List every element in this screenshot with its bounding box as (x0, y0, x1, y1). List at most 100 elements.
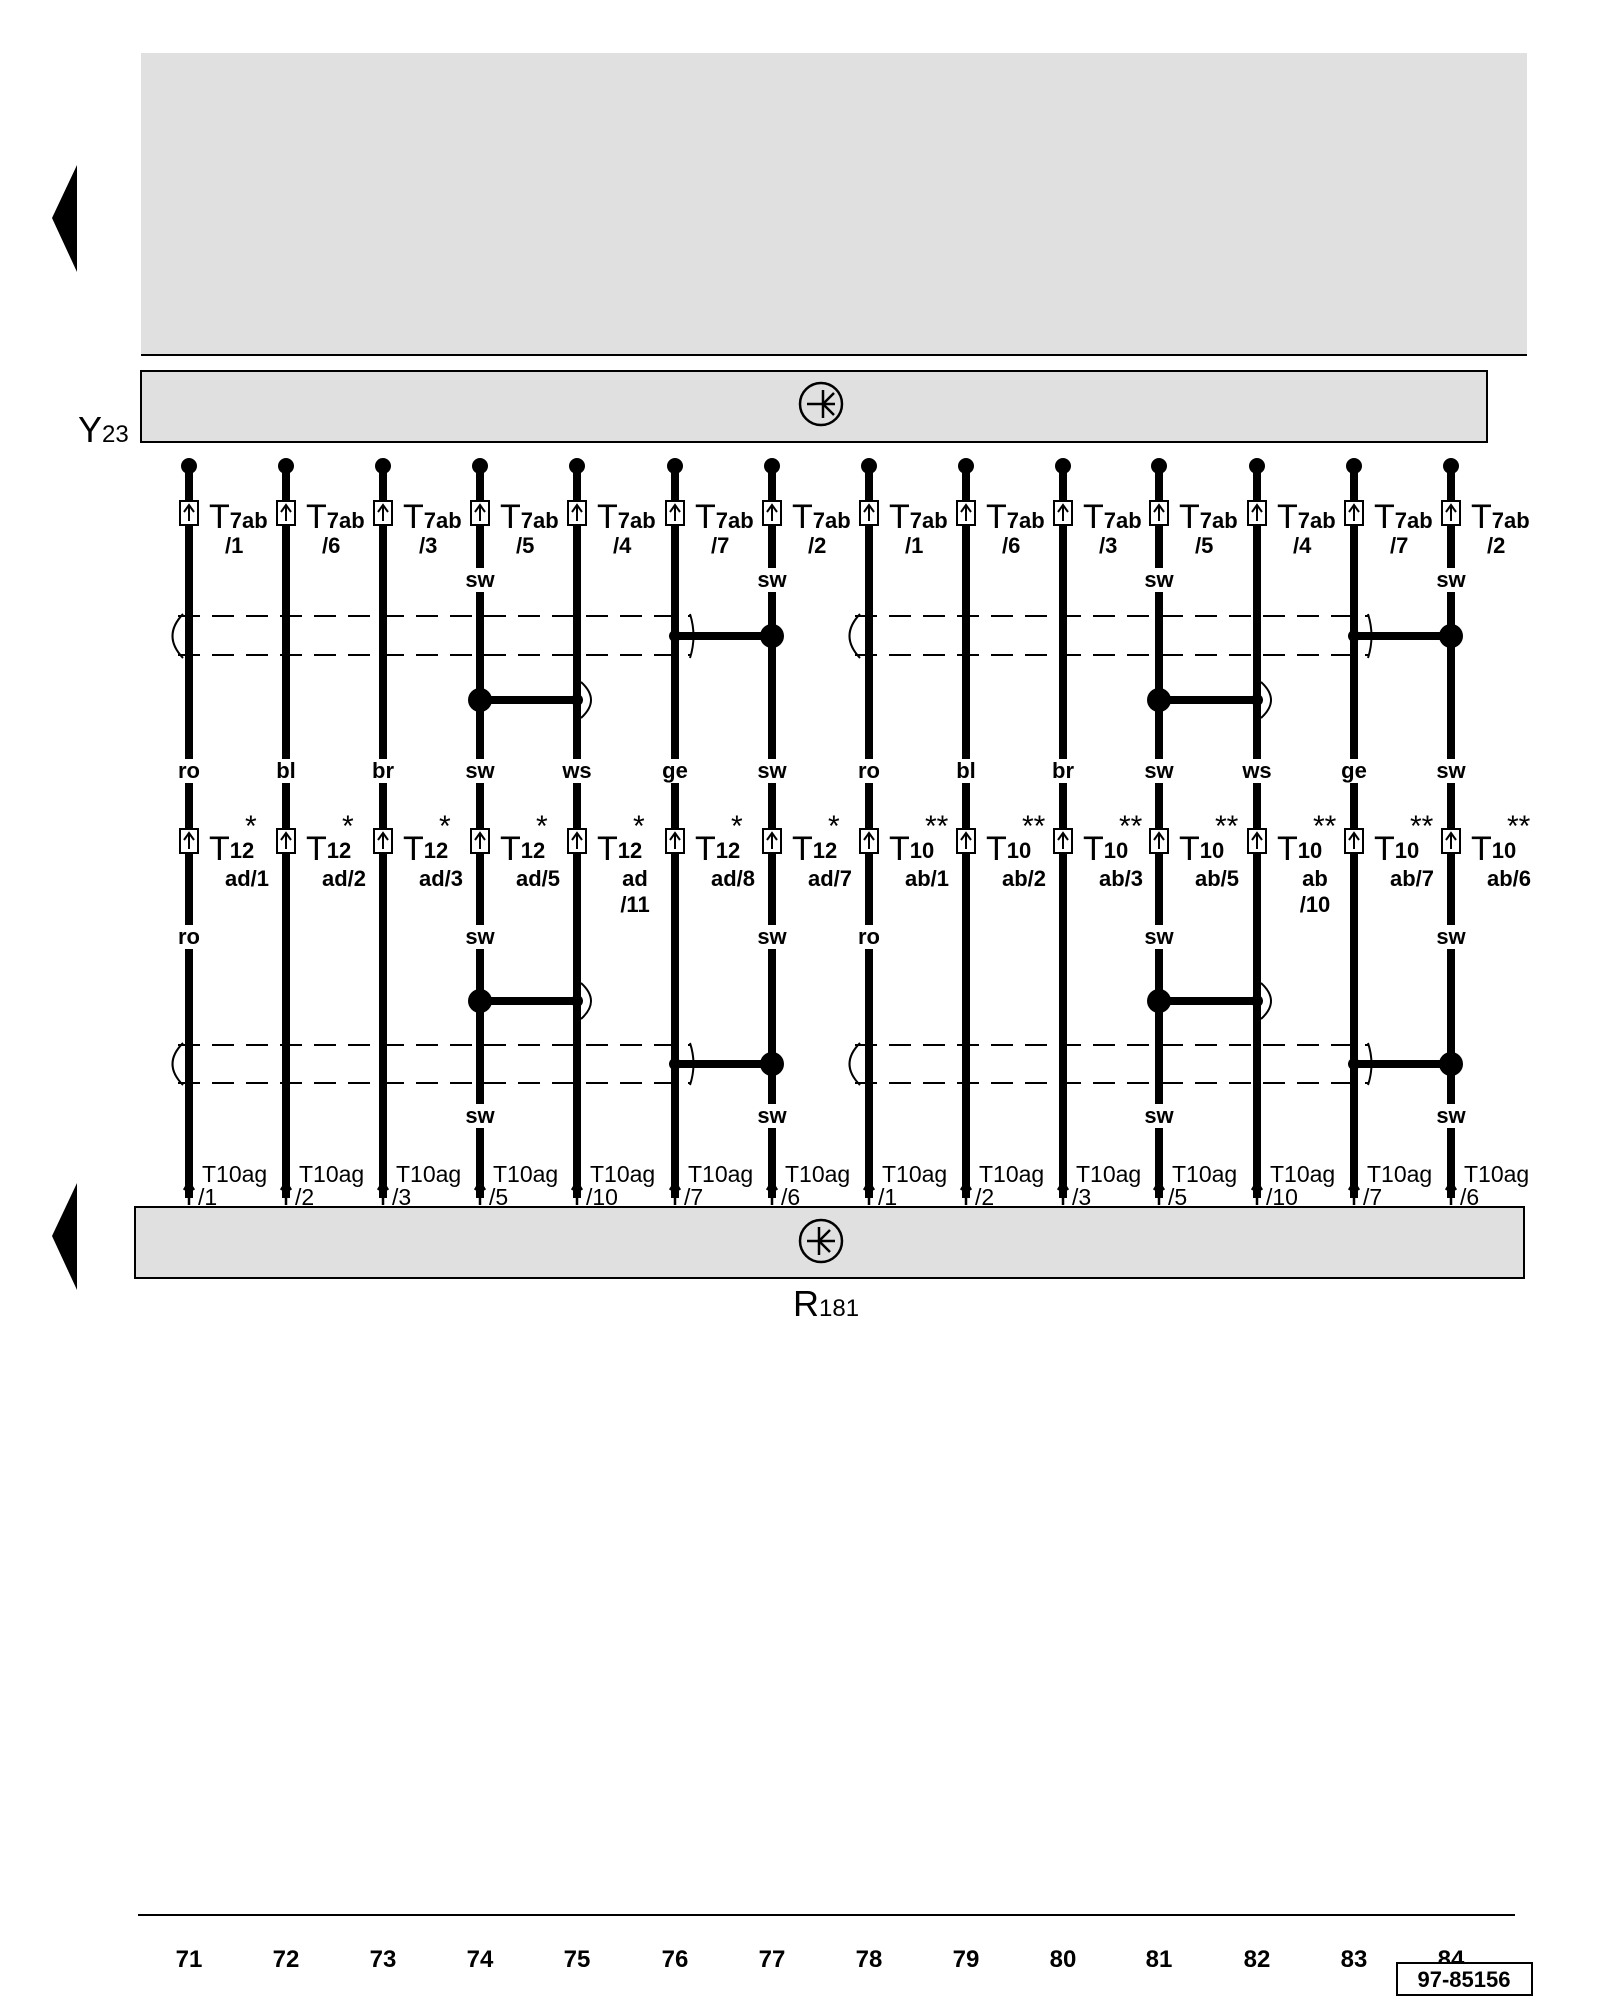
mid-connector-pin: ad/1 (225, 866, 269, 891)
bottom-connector-pin: /10 (1266, 1184, 1298, 1210)
column-number: 83 (1341, 1946, 1368, 1973)
top-connector-label: T7ab (1374, 498, 1433, 536)
bottom-connector-pin: /2 (975, 1184, 994, 1210)
connector-variant-mark: * (536, 810, 548, 843)
label-bg (756, 925, 788, 949)
connector-pin-icon (665, 828, 685, 854)
mid-connector-pin: ad (622, 866, 648, 891)
mid-connector-label: T12 (306, 830, 351, 868)
shield-arc (580, 982, 592, 1020)
splice-node (1439, 624, 1463, 648)
component-y23-symbol-icon (798, 381, 844, 427)
connector-pin-icon (1441, 828, 1461, 854)
arrow-up-icon (1152, 1179, 1166, 1205)
splice-node (760, 624, 784, 648)
top-connector-label: T7ab (403, 498, 462, 536)
top-connector-pin: /3 (419, 533, 437, 558)
bottom-connector-pin: /3 (1072, 1184, 1091, 1210)
connector-pin-icon (567, 500, 587, 526)
mid-connector-pin-cont: /10 (1300, 892, 1331, 917)
wire-color-label: br (1052, 758, 1074, 783)
mid-connector-label: T10 (1471, 830, 1516, 868)
splice-node (1147, 989, 1171, 1013)
mid-connector-label: T10 (1083, 830, 1128, 868)
wire-color-label: sw (465, 758, 495, 783)
connector-pin-icon (470, 828, 490, 854)
wire-terminal (1346, 458, 1362, 474)
connector-variant-mark: ** (925, 810, 949, 843)
wire-color-label: sw (757, 758, 787, 783)
mid-connector-label: T10 (1179, 830, 1224, 868)
mid-connector-pin: ad/7 (808, 866, 852, 891)
top-connector-pin: /1 (905, 533, 923, 558)
label-bg (173, 759, 205, 783)
connector-pin-icon (1247, 828, 1267, 854)
label-bg (1047, 759, 1079, 783)
bottom-connector-pin: /7 (1363, 1184, 1382, 1210)
connector-variant-mark: * (245, 810, 257, 843)
label-bg (464, 925, 496, 949)
top-connector-label: T7ab (889, 498, 948, 536)
top-connector-pin: /6 (1002, 533, 1020, 558)
label-bg (659, 759, 691, 783)
mid-connector-pin: ad/3 (419, 866, 463, 891)
label-bg (464, 568, 496, 592)
bottom-connector-label: T10ag (202, 1161, 267, 1187)
label-bg (756, 759, 788, 783)
wire-color-label: sw (1436, 567, 1466, 592)
wire-color-label: sw (1144, 567, 1174, 592)
bottom-connector-label: T10ag (590, 1161, 655, 1187)
column-number: 75 (564, 1946, 591, 1973)
label-bg (1143, 568, 1175, 592)
mid-connector-label: T12 (597, 830, 642, 868)
wire-color-label: ws (561, 758, 591, 783)
splice-node (1147, 688, 1171, 712)
connector-pin-icon (276, 828, 296, 854)
wire-color-label: sw (465, 924, 495, 949)
label-bg (1241, 759, 1273, 783)
arrow-up-icon (1444, 1179, 1458, 1205)
connector-variant-mark: * (342, 810, 354, 843)
connector-variant-mark: * (633, 810, 645, 843)
column-number: 82 (1244, 1946, 1271, 1973)
top-connector-label: T7ab (306, 498, 365, 536)
wire-color-label: sw (757, 567, 787, 592)
component-y23-label: Y23 (78, 409, 129, 450)
mid-connector-pin: ad/8 (711, 866, 755, 891)
component-y23-box (140, 370, 1488, 443)
label-bg (173, 925, 205, 949)
top-connector-pin: /2 (1487, 533, 1505, 558)
column-number: 80 (1050, 1946, 1077, 1973)
wire-color-label: ge (662, 758, 688, 783)
top-connector-label: T7ab (597, 498, 656, 536)
component-r181-symbol-icon (798, 1218, 844, 1264)
column-number: 77 (759, 1946, 786, 1973)
bottom-connector-label: T10ag (396, 1161, 461, 1187)
arrow-up-icon (1056, 1179, 1070, 1205)
label-bg (367, 759, 399, 783)
label-bg (1143, 1104, 1175, 1128)
mid-connector-pin: ab/6 (1487, 866, 1531, 891)
component-r181-label: R181 (793, 1283, 859, 1324)
wire-color-label: sw (465, 1103, 495, 1128)
connector-pin-icon (373, 500, 393, 526)
label-bg (464, 759, 496, 783)
wire-color-label: sw (1144, 1103, 1174, 1128)
top-connector-pin: /2 (808, 533, 826, 558)
previous-page-arrow-icon-lower[interactable] (52, 1183, 77, 1290)
wire-terminal (1443, 458, 1459, 474)
column-number: 78 (856, 1946, 883, 1973)
splice-end (571, 995, 583, 1007)
previous-page-arrow-icon[interactable] (52, 165, 77, 272)
splice-node (468, 688, 492, 712)
mid-connector-label: T10 (1374, 830, 1419, 868)
mid-connector-label: T10 (889, 830, 934, 868)
top-connector-label: T7ab (695, 498, 754, 536)
bottom-connector-pin: /2 (295, 1184, 314, 1210)
bottom-connector-pin: /3 (392, 1184, 411, 1210)
splice-end (1251, 694, 1263, 706)
splice-end (1348, 1058, 1360, 1070)
arrow-up-icon (1347, 1179, 1361, 1205)
column-number: 79 (953, 1946, 980, 1973)
